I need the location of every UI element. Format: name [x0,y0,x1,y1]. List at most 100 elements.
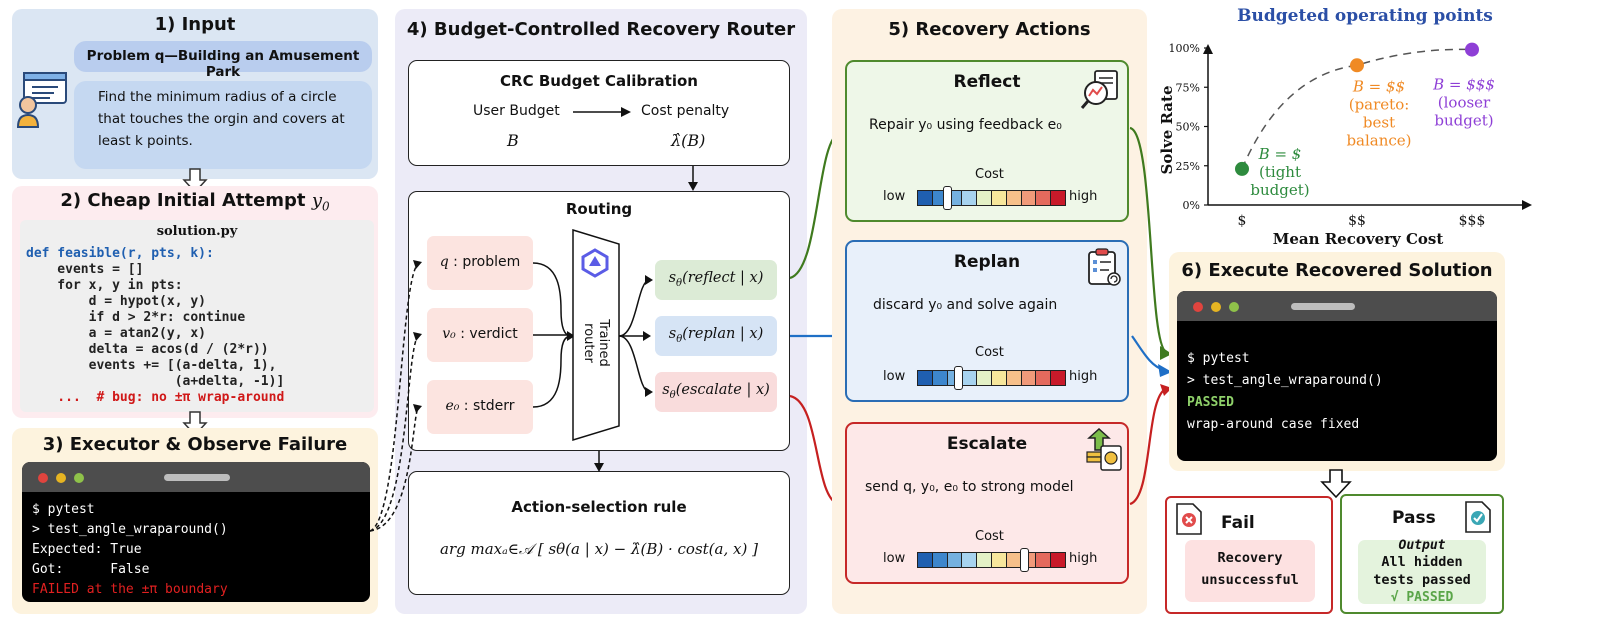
cost-segment [931,552,948,568]
cost-segment [961,190,978,206]
cost-segment [961,370,978,386]
code-line: d = hypot(x, y) [26,294,207,309]
cost-segment [917,552,933,568]
budget-arrow [573,107,631,117]
code-line: for x, y in pts: [26,278,183,293]
attempt-panel: 2) Cheap Initial Attempt y0 solution.py … [12,186,378,418]
close-dot [1193,302,1203,312]
point-label: best [1363,113,1395,131]
close-dot [38,473,48,483]
score-replan: sθ(replan | x) [655,316,777,356]
terminal-line: Expected: True [32,542,142,557]
executor-panel: 3) Executor & Observe Failure $ pytest >… [12,428,378,614]
user-computer-icon [16,72,67,128]
pass-message-line-1: All hidden [1381,554,1463,570]
cost-segment [1035,370,1052,386]
data-point [1465,42,1479,57]
terminal-line: > test_angle_wraparound() [32,522,228,537]
analysis-icon [1080,70,1118,109]
chart-xlabel: Mean Recovery Cost [1273,230,1444,248]
execute-terminal: $ pytest > test_angle_wraparound() PASSE… [1177,291,1497,461]
problem-text-line-2: that touches the orgin and covers at [98,111,345,127]
x-axis-arrowhead [1522,200,1532,210]
y-tick-label: 100% [1169,42,1200,55]
cost-label: Cost [975,167,1004,182]
fail-title: Fail [1221,513,1255,533]
code-bug-line: ... # bug: no ±π wrap-around [26,390,285,405]
y-axis-arrowhead [1203,44,1213,54]
pass-card: Pass Output All hidden tests passed √ PA… [1340,494,1504,614]
data-point [1350,58,1364,73]
action-card-escalate: Escalate send q, y₀, e₀ to strong model … [845,422,1129,584]
code-line: (a+delta, -1)] [26,374,285,389]
action-name: Replan [953,252,1021,272]
problem-title: Problem q—Building an Amusement Park [86,48,360,80]
point-label: balance) [1346,131,1411,149]
terminal-line: wrap-around case fixed [1187,417,1360,432]
pass-icon [1465,501,1491,533]
crc-title: CRC Budget Calibration [500,72,698,90]
router-input-stderr: e₀ : stderr [427,380,533,434]
budget-symbol: B [507,131,519,150]
cost-label: Cost [975,345,1004,360]
cost-segment [1005,190,1022,206]
point-label: (looser [1438,94,1491,112]
minimize-dot [56,473,66,483]
fail-message-line-2: unsuccessful [1201,572,1299,588]
trained-router-label: Trained router [581,319,611,367]
point-label: budget) [1250,181,1309,199]
code-line: delta = acos(d / (2*r)) [26,342,269,357]
cost-segment [1050,190,1066,206]
score-escalate: sθ(escalate | x) [655,372,777,412]
point-label: B = $$$ [1432,76,1495,94]
actions-panel: 5) Recovery Actions Reflect Repair y₀ us… [832,9,1147,614]
cost-segment [991,190,1007,206]
cost-level-marker [954,366,964,390]
executor-terminal: $ pytest > test_angle_wraparound() Expec… [22,462,370,602]
cost-level-marker [942,186,952,210]
cost-high-label: high [1069,189,1098,204]
pass-output-label: Output [1398,538,1446,553]
cost-penalty-label: Cost penalty [641,103,730,119]
attempt-title: 2) Cheap Initial Attempt y0 [60,190,330,214]
cost-segment [1050,370,1066,386]
action-desc: send q, y₀, e₀ to strong model [865,479,1074,495]
y-tick-label: 75% [1176,81,1200,94]
cost-segment [1020,190,1037,206]
x-tick-label: $$$ [1459,213,1486,229]
fail-message-card: Recovery unsuccessful [1185,540,1315,602]
code-filename: solution.py [156,224,238,239]
fail-icon [1176,503,1202,535]
cost-bar [917,186,1066,210]
cost-segment [1035,552,1052,568]
cost-segment [976,190,992,206]
cost-low-label: low [883,551,906,566]
input-title: 1) Input [154,14,236,35]
x-tick-label: $ [1238,213,1247,229]
maximize-dot [74,473,84,483]
code-line: if d > 2*r: continue [26,310,246,325]
feedback-dashed-arrows [369,260,422,532]
rule-title: Action-selection rule [511,498,687,516]
cost-high-label: high [1069,551,1098,566]
code-line: events += [(a-delta, 1), [26,358,277,373]
y-tick-label: 25% [1176,160,1200,173]
y-tick-label: 50% [1176,121,1200,134]
routing-title: Routing [565,200,633,218]
cost-segment [961,552,978,568]
x-tick-label: $$ [1348,213,1366,229]
routing-box: Routing q : problem v₀ : verdict e₀ : st… [408,191,790,451]
cost-segment [991,370,1007,386]
terminal-line: Got: False [32,562,150,577]
router-input-problem: q : problem [427,236,533,290]
terminal-line: $ pytest [32,502,95,517]
chart-ylabel: Solve Rate [1158,85,1176,174]
cost-segment [976,552,992,568]
code-card: solution.py def feasible(r, pts, k): eve… [20,220,374,412]
pass-message-card: Output All hidden tests passed √ PASSED [1358,538,1486,605]
cost-segment [1035,190,1052,206]
router-logo-icon [581,248,609,278]
terminal-passed-line: PASSED [1187,395,1234,410]
cost-segment [931,370,948,386]
crc-box: CRC Budget Calibration User Budget Cost … [408,60,790,166]
